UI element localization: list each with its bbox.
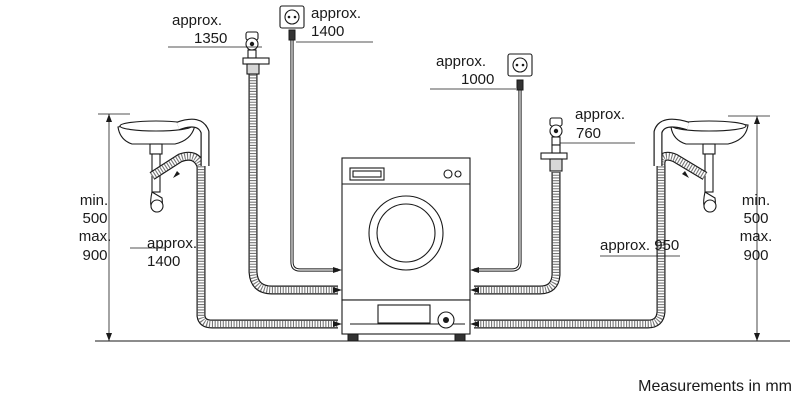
label-right-drain: approx. 950 [600,237,679,254]
svg-text:approx.: approx. [172,12,222,29]
label-left-height: min. 500 max. 900 [79,192,112,264]
water-tap-icon [540,117,568,172]
label-left-drain: approx. 1400 [147,235,197,270]
right-drain-hose [474,118,708,329]
svg-text:max.: max. [79,228,112,245]
right-inlet-hose [474,172,561,295]
left-drain-hose [149,118,338,329]
svg-text:approx.: approx. [311,5,361,22]
svg-text:760: 760 [576,125,601,142]
label-right-tap: approx. 760 [575,106,625,142]
svg-text:900: 900 [82,247,107,264]
sink-icon [670,120,749,213]
label-left-tap: approx. 1350 [172,12,227,47]
svg-text:max.: max. [740,228,773,245]
label-right-socket: approx. 1000 [436,53,494,88]
leader-lines [130,41,680,257]
water-tap-icon [242,31,270,75]
label-left-socket: approx. 1400 [311,5,361,40]
label-right-height: min. 500 max. 900 [740,192,773,264]
plug-icon [516,79,524,91]
svg-text:500: 500 [82,210,107,227]
left-power-cable [290,38,338,272]
svg-text:approx.: approx. [436,53,486,70]
svg-text:approx.: approx. [575,106,625,123]
svg-text:approx.: approx. [147,235,197,252]
washing-machine-icon [341,157,471,342]
svg-text:min.: min. [742,192,770,209]
left-inlet-hose [248,72,338,295]
svg-text:1400: 1400 [147,253,180,270]
svg-text:approx. 950: approx. 950 [600,237,679,254]
svg-text:500: 500 [743,210,768,227]
right-power-cable [474,90,522,272]
power-socket-icon [279,5,305,29]
right-height-dimension [728,115,770,341]
svg-text:1000: 1000 [461,71,494,88]
svg-text:900: 900 [743,247,768,264]
left-height-dimension [98,113,130,341]
footer-note: Measurements in mm [638,378,792,395]
power-socket-icon [507,53,533,77]
svg-text:1350: 1350 [194,30,227,47]
sink-icon [117,120,196,213]
svg-text:min.: min. [80,192,108,209]
svg-text:1400: 1400 [311,23,344,40]
connection-arrows [173,171,689,327]
plug-icon [288,29,296,41]
